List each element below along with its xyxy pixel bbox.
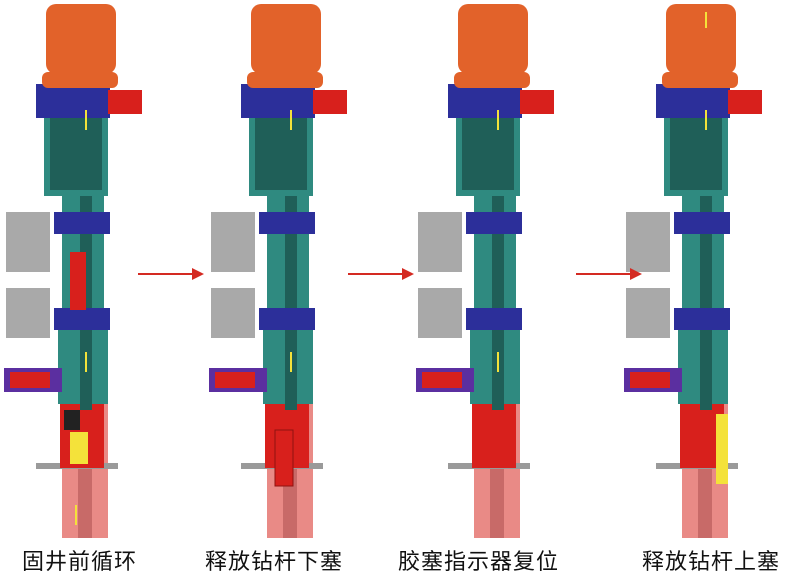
- navy-ram-lower: [259, 308, 315, 330]
- upper-cylinder-inner: [50, 118, 102, 190]
- red-lower-detail: [274, 429, 294, 487]
- gray-block-upper: [6, 212, 50, 272]
- orange-top-drum: [666, 4, 736, 74]
- tool-assembly-drawing: [624, 4, 762, 538]
- stage-caption-3: 胶塞指示器复位: [398, 550, 560, 575]
- tool-assembly-drawing: [209, 4, 347, 538]
- yellow-plug-column: [716, 414, 728, 484]
- navy-manifold: [241, 84, 315, 118]
- tool-assembly-drawing: [4, 4, 142, 538]
- gray-block-lower: [211, 288, 255, 338]
- red-plug-column: [70, 252, 86, 310]
- stage-caption-4: 释放钻杆上塞: [642, 550, 781, 575]
- red-side-port: [728, 90, 762, 114]
- navy-ram-lower: [54, 308, 110, 330]
- orange-collar: [42, 72, 118, 88]
- navy-ram-upper: [466, 212, 522, 234]
- navy-ram-lower: [466, 308, 522, 330]
- gray-block-lower: [418, 288, 462, 338]
- orange-collar: [247, 72, 323, 88]
- side-indicator-red: [215, 372, 255, 388]
- side-indicator-red: [10, 372, 50, 388]
- orange-collar: [662, 72, 738, 88]
- stage-4-assembly: [620, 0, 800, 540]
- navy-ram-lower: [674, 308, 730, 330]
- gray-block-upper: [626, 212, 670, 272]
- process-arrow-1: [138, 268, 204, 280]
- gray-block-upper: [211, 212, 255, 272]
- orange-top-drum: [251, 4, 321, 74]
- upper-cylinder-inner: [670, 118, 722, 190]
- gray-block-lower: [626, 288, 670, 338]
- navy-ram-upper: [674, 212, 730, 234]
- stage-3-assembly: [412, 0, 592, 540]
- process-arrow-2: [348, 268, 414, 280]
- navy-manifold: [448, 84, 522, 118]
- stage-1-assembly: [0, 0, 180, 540]
- upper-cylinder-inner: [462, 118, 514, 190]
- navy-manifold: [36, 84, 110, 118]
- navy-ram-upper: [54, 212, 110, 234]
- red-side-port: [108, 90, 142, 114]
- red-lower-detail: [70, 432, 88, 464]
- side-indicator-red: [630, 372, 670, 388]
- orange-top-drum: [458, 4, 528, 74]
- stage-2-assembly: [205, 0, 385, 540]
- gray-block-lower: [6, 288, 50, 338]
- red-side-port: [313, 90, 347, 114]
- red-side-port: [520, 90, 554, 114]
- gray-block-upper: [418, 212, 462, 272]
- tool-assembly-drawing: [416, 4, 554, 538]
- orange-top-drum: [46, 4, 116, 74]
- navy-manifold: [656, 84, 730, 118]
- stage-caption-2: 释放钻杆下塞: [205, 550, 344, 575]
- orange-collar: [454, 72, 530, 88]
- upper-cylinder-inner: [255, 118, 307, 190]
- stage-caption-1: 固井前循环: [22, 550, 138, 575]
- process-arrow-3: [576, 268, 642, 280]
- navy-ram-upper: [259, 212, 315, 234]
- side-indicator-red: [422, 372, 462, 388]
- dark-clamp: [64, 410, 80, 430]
